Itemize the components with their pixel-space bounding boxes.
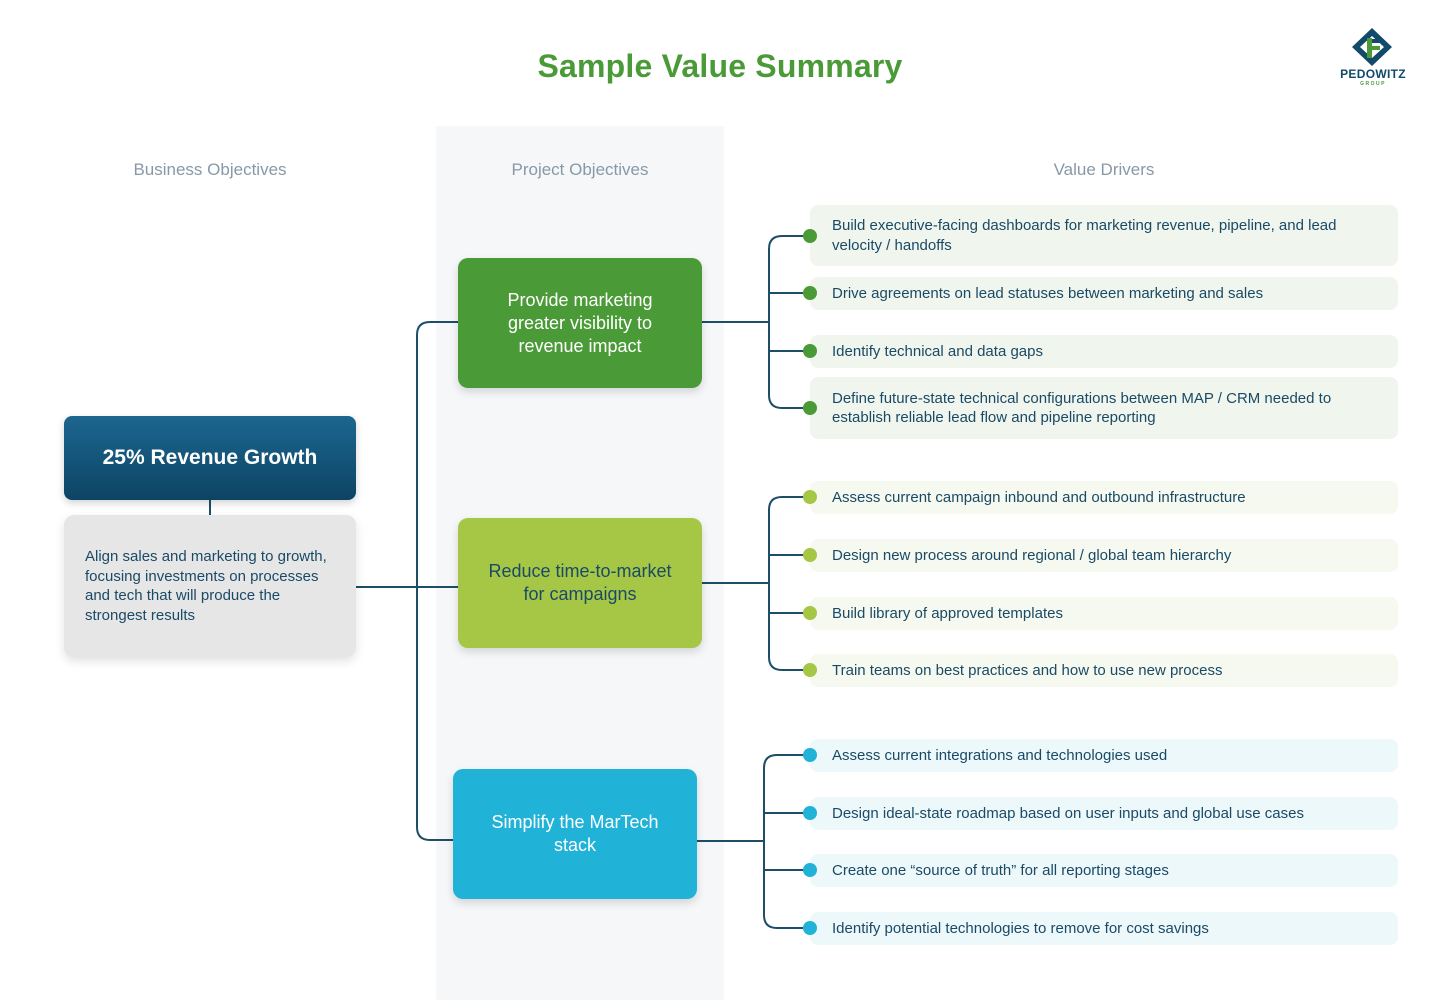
project-objective-time-to-market: Reduce time-to-market for campaigns: [458, 518, 702, 648]
bullet-dot-icon: [803, 806, 817, 820]
logo-subtext: GROUP: [1360, 81, 1386, 87]
bullet-dot-icon: [803, 286, 817, 300]
value-driver-item: Design ideal-state roadmap based on user…: [810, 797, 1398, 830]
bullet-dot-icon: [803, 863, 817, 877]
bullet-dot-icon: [803, 663, 817, 677]
business-objective-description: Align sales and marketing to growth, foc…: [64, 515, 356, 657]
page-title: Sample Value Summary: [537, 48, 903, 84]
value-driver-item: Build executive-facing dashboards for ma…: [810, 205, 1398, 266]
value-driver-item: Identify potential technologies to remov…: [810, 912, 1398, 945]
bullet-dot-icon: [803, 344, 817, 358]
value-driver-item: Build library of approved templates: [810, 597, 1398, 630]
bullet-dot-icon: [803, 748, 817, 762]
value-driver-item: Identify technical and data gaps: [810, 335, 1398, 368]
bullet-dot-icon: [803, 401, 817, 415]
value-driver-item: Create one “source of truth” for all rep…: [810, 854, 1398, 887]
group1-bracket: [768, 235, 810, 409]
project-objective-visibility: Provide marketing greater visibility to …: [458, 258, 702, 388]
bullet-dot-icon: [803, 921, 817, 935]
column-header-business: Business Objectives: [133, 160, 287, 179]
project-bracket: [416, 321, 458, 841]
value-driver-item: Assess current campaign inbound and outb…: [810, 481, 1398, 514]
project-objective-martech: Simplify the MarTech stack: [453, 769, 697, 899]
value-driver-item: Define future-state technical configurat…: [810, 377, 1398, 439]
value-driver-item: Assess current integrations and technolo…: [810, 739, 1398, 772]
bullet-dot-icon: [803, 548, 817, 562]
value-driver-item: Train teams on best practices and how to…: [810, 654, 1398, 687]
group3-bracket: [763, 754, 810, 929]
column-header-value: Value Drivers: [1053, 160, 1155, 179]
value-driver-item: Design new process around regional / glo…: [810, 539, 1398, 572]
business-objective-box: 25% Revenue Growth: [64, 416, 356, 500]
group2-bracket: [768, 496, 810, 671]
pedowitz-logo: PEDOWITZ GROUP: [1328, 26, 1418, 92]
bullet-dot-icon: [803, 490, 817, 504]
logo-wordmark: PEDOWITZ: [1340, 67, 1406, 81]
value-driver-item: Drive agreements on lead statuses betwee…: [810, 277, 1398, 310]
column-header-project: Project Objectives: [511, 160, 649, 179]
bullet-dot-icon: [803, 229, 817, 243]
logo-mark-icon: [1352, 28, 1392, 66]
bullet-dot-icon: [803, 606, 817, 620]
